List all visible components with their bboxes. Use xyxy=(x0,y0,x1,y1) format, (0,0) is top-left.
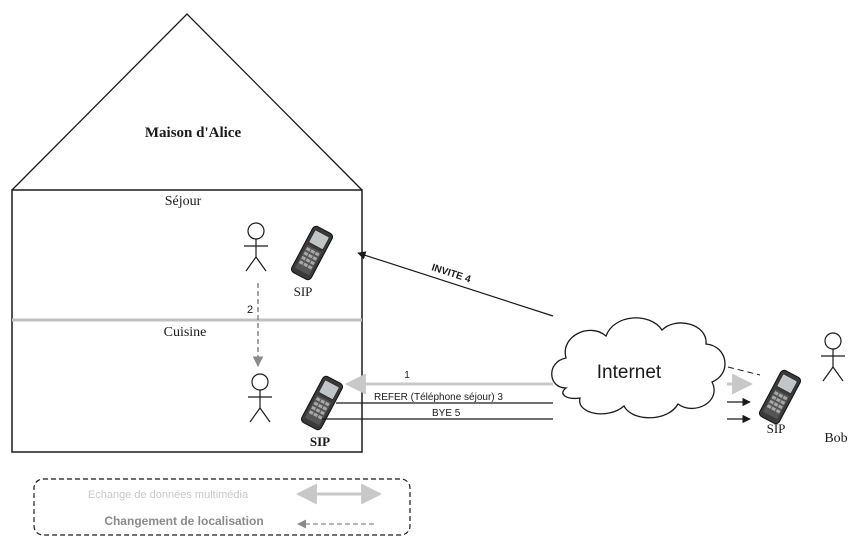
message-refer: REFER (Téléphone séjour) 3 xyxy=(374,392,503,403)
cuisine-phone-label: SIP xyxy=(310,434,330,449)
sejour-phone-label: SIP xyxy=(294,284,313,299)
legend-multimedia-label: Echange de données multimédia xyxy=(88,489,249,501)
message-step2: 2 xyxy=(247,304,253,316)
bob-label: Bob xyxy=(824,431,847,446)
bob-person-icon xyxy=(820,332,846,382)
room-label-cuisine: Cuisine xyxy=(164,325,207,340)
internet-cloud-icon xyxy=(551,317,726,419)
room-label-sejour: Séjour xyxy=(165,194,202,209)
legend-relocation-label: Changement de localisation xyxy=(104,514,263,528)
message-step1: 1 xyxy=(404,370,410,381)
house-roof xyxy=(11,13,363,191)
bob-phone-label: SIP xyxy=(767,421,786,436)
alice-cuisine-person-icon xyxy=(247,373,273,423)
message-invite: INVITE 4 xyxy=(430,262,472,285)
legend-box xyxy=(33,478,411,536)
bob-phone-icon xyxy=(757,368,803,426)
message-bye: BYE 5 xyxy=(432,408,461,419)
invite-continuation xyxy=(727,366,761,376)
invite-arrow xyxy=(357,251,554,317)
house-title: Maison d'Alice xyxy=(145,125,242,141)
internet-label: Internet xyxy=(597,362,662,383)
alice-sejour-person-icon xyxy=(243,222,269,272)
sejour-phone-icon xyxy=(289,224,335,282)
